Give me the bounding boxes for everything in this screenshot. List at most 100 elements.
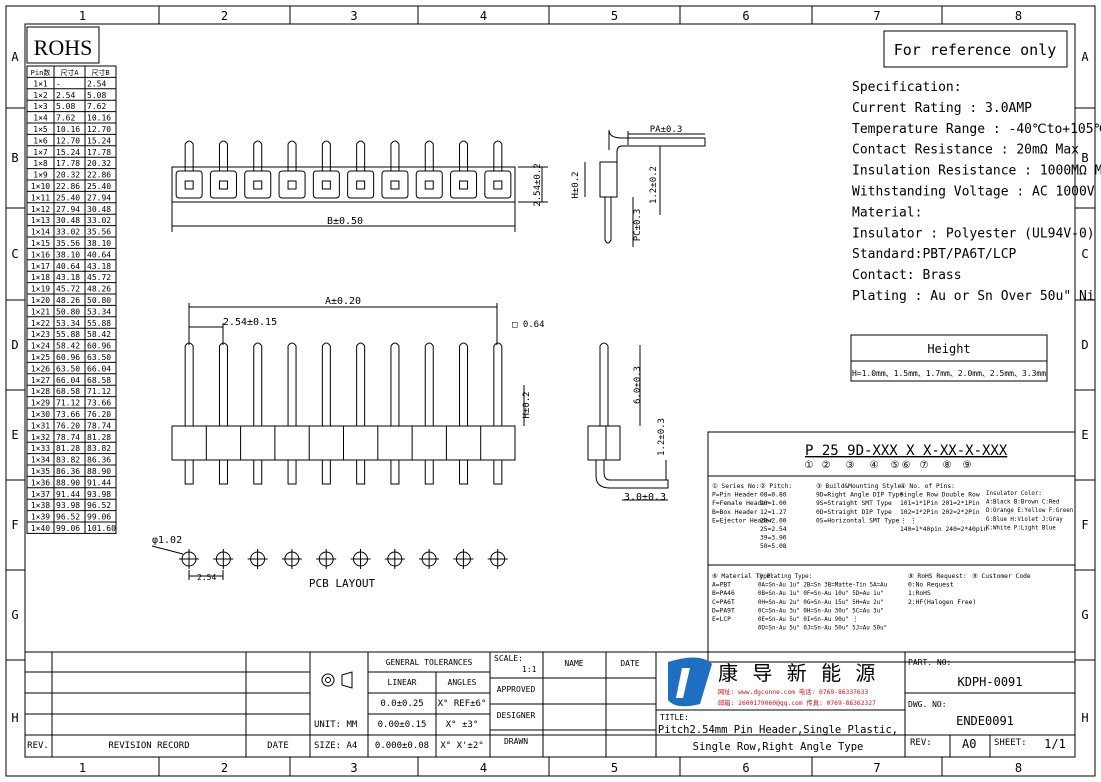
pin-table-cell: 17.78 — [56, 159, 80, 168]
pin-cell — [381, 170, 409, 199]
side2-pin-up — [599, 342, 609, 426]
dim-a: A±0.20 — [325, 296, 361, 307]
pin-table-cell: 76.20 — [56, 421, 80, 430]
pin-table-cell: 1×16 — [31, 250, 50, 259]
pin-table-cell: 30.48 — [56, 216, 80, 225]
pin-table-cell: 15.24 — [56, 148, 80, 157]
pitch-item: 50=5.08 — [760, 543, 787, 550]
pin-table-cell: 22.86 — [56, 182, 80, 191]
pin-table-cell: 68.58 — [56, 387, 80, 396]
side2-housing — [587, 425, 621, 461]
linear-tol: 0.0±0.25 — [380, 699, 423, 709]
pin-square — [287, 180, 297, 190]
front-pin-upper — [321, 342, 331, 426]
pin-table-cell: 1×35 — [31, 467, 50, 476]
series-title: ① Series No: — [712, 483, 759, 490]
grid-row-label: F — [1081, 518, 1088, 532]
build-item: 0D=Straight DIP Type — [816, 509, 892, 516]
pin-table-cell: 1×37 — [31, 490, 50, 499]
pin-table-cell: 76.20 — [87, 410, 111, 419]
pin-table-cell: 40.64 — [87, 250, 111, 259]
pin-table-cell: 1×27 — [31, 376, 50, 385]
pin-table-cell: 22.86 — [87, 171, 111, 180]
projection-cone — [341, 671, 353, 689]
pin-table-cell: 1×28 — [31, 387, 50, 396]
pin-top — [184, 140, 194, 171]
insulator-color-item: A:Black B:Brown C:Red — [986, 500, 1059, 506]
build-item: 0S=Horizontal SMT Type — [816, 517, 900, 524]
pin-table-cell: 91.44 — [56, 490, 80, 499]
part-code-index: ⑨ — [963, 460, 972, 471]
grid-col-label: 5 — [611, 9, 618, 23]
plating-item: 0B=Sn-Au 1u" 0F=Sn-Au 10u" 5D=Au 1u" — [758, 591, 884, 597]
top-view: B±0.502.54±0.2 — [171, 140, 548, 232]
grid-row-label: G — [1081, 608, 1088, 622]
front-pin-lower — [356, 459, 366, 485]
reference-box — [883, 30, 1068, 68]
grid-row-label: C — [1081, 247, 1088, 261]
pin-top — [390, 140, 400, 171]
specification-block: Specification:Current Rating : 3.0AMPTem… — [852, 80, 1101, 304]
plating-item: 0A=Sn-Au 1u" 2B=Sn 3B=Matte-Tin 5A=Au — [758, 583, 887, 589]
material-title: ⑥ Material Type: — [712, 573, 775, 580]
front-pin-lower — [424, 459, 434, 485]
size: SIZE: A4 — [314, 741, 357, 751]
pin-table-cell: 1×5 — [33, 125, 48, 134]
top-housing — [171, 166, 516, 203]
projection-circle — [321, 673, 335, 687]
dim-h-side: H±0.2 — [571, 171, 581, 198]
pin-table-cell: 1×1 — [33, 79, 48, 88]
pin-table-cell: 2.54 — [87, 79, 106, 88]
plating-title: ⑦ Plating Type: — [758, 573, 812, 580]
pin-square — [459, 180, 469, 190]
pcb-layout-label: PCB LAYOUT — [309, 577, 376, 590]
insulator-color-item: K:White P:Light Blue — [986, 525, 1056, 531]
pin-table-cell: 1×23 — [31, 330, 50, 339]
pin-table-cell: 10.16 — [87, 114, 111, 123]
pin-square — [253, 180, 263, 190]
material-item: E=LCP — [712, 616, 731, 623]
pin-table-cell: 35.56 — [87, 228, 111, 237]
spec-line: Plating : Au or Sn Over 50u" Ni — [852, 289, 1095, 304]
pin-table-cell: 25.40 — [56, 193, 80, 202]
pin-table-cell: 7.62 — [87, 102, 106, 111]
rohs-request-item: 0:No Request — [908, 582, 954, 589]
pin-table-cell: 1×19 — [31, 285, 50, 294]
pin-table-cell: 68.58 — [87, 376, 111, 385]
pin-table-cell: 50.80 — [56, 307, 80, 316]
dim-1-2: 1.2±0.2 — [649, 166, 659, 204]
pin-table-cell: 81.28 — [56, 444, 80, 453]
pin-table-cell: 1×39 — [31, 513, 50, 522]
linear-label: LINEAR — [388, 678, 417, 687]
pin-table-cell: 50.80 — [87, 296, 111, 305]
grid-col-label: 2 — [221, 9, 228, 23]
pin-table-cell: 55.88 — [87, 319, 111, 328]
pin-table-header: 尺寸B — [91, 68, 109, 77]
pin-cell — [484, 170, 512, 199]
pin-table-cell: 86.36 — [56, 467, 80, 476]
date-col: DATE — [620, 659, 639, 668]
title-line-2: Single Row,Right Angle Type — [693, 741, 864, 753]
pin-table-cell: 58.42 — [87, 330, 111, 339]
pin-table-cell: 73.66 — [56, 410, 80, 419]
company-name: 康 导 新 能 源 — [718, 661, 879, 685]
rev-label: REV: — [910, 738, 932, 748]
pin-square — [390, 180, 400, 190]
pin-cell — [415, 170, 443, 199]
pin-table-cell: 83.82 — [87, 444, 111, 453]
pin-table-cell: 78.74 — [87, 421, 111, 430]
spec-line: Withstanding Voltage : AC 1000V — [852, 185, 1095, 200]
pin-table-cell: 10.16 — [56, 125, 80, 134]
pin-table-cell: 17.78 — [87, 148, 111, 157]
grid-row-label: H — [1081, 711, 1088, 725]
part-code-index: ⑤ — [891, 460, 900, 471]
pin-square — [321, 180, 331, 190]
pin-table-cell: 1×14 — [31, 228, 50, 237]
pin-table-cell: 1×38 — [31, 501, 50, 510]
pin-table-cell: 60.96 — [87, 342, 111, 351]
pin-cell — [450, 170, 478, 199]
pin-table-cell: 1×22 — [31, 319, 50, 328]
series-item: P=Pin Header — [712, 492, 758, 499]
pin-table-cell: - — [56, 79, 61, 88]
